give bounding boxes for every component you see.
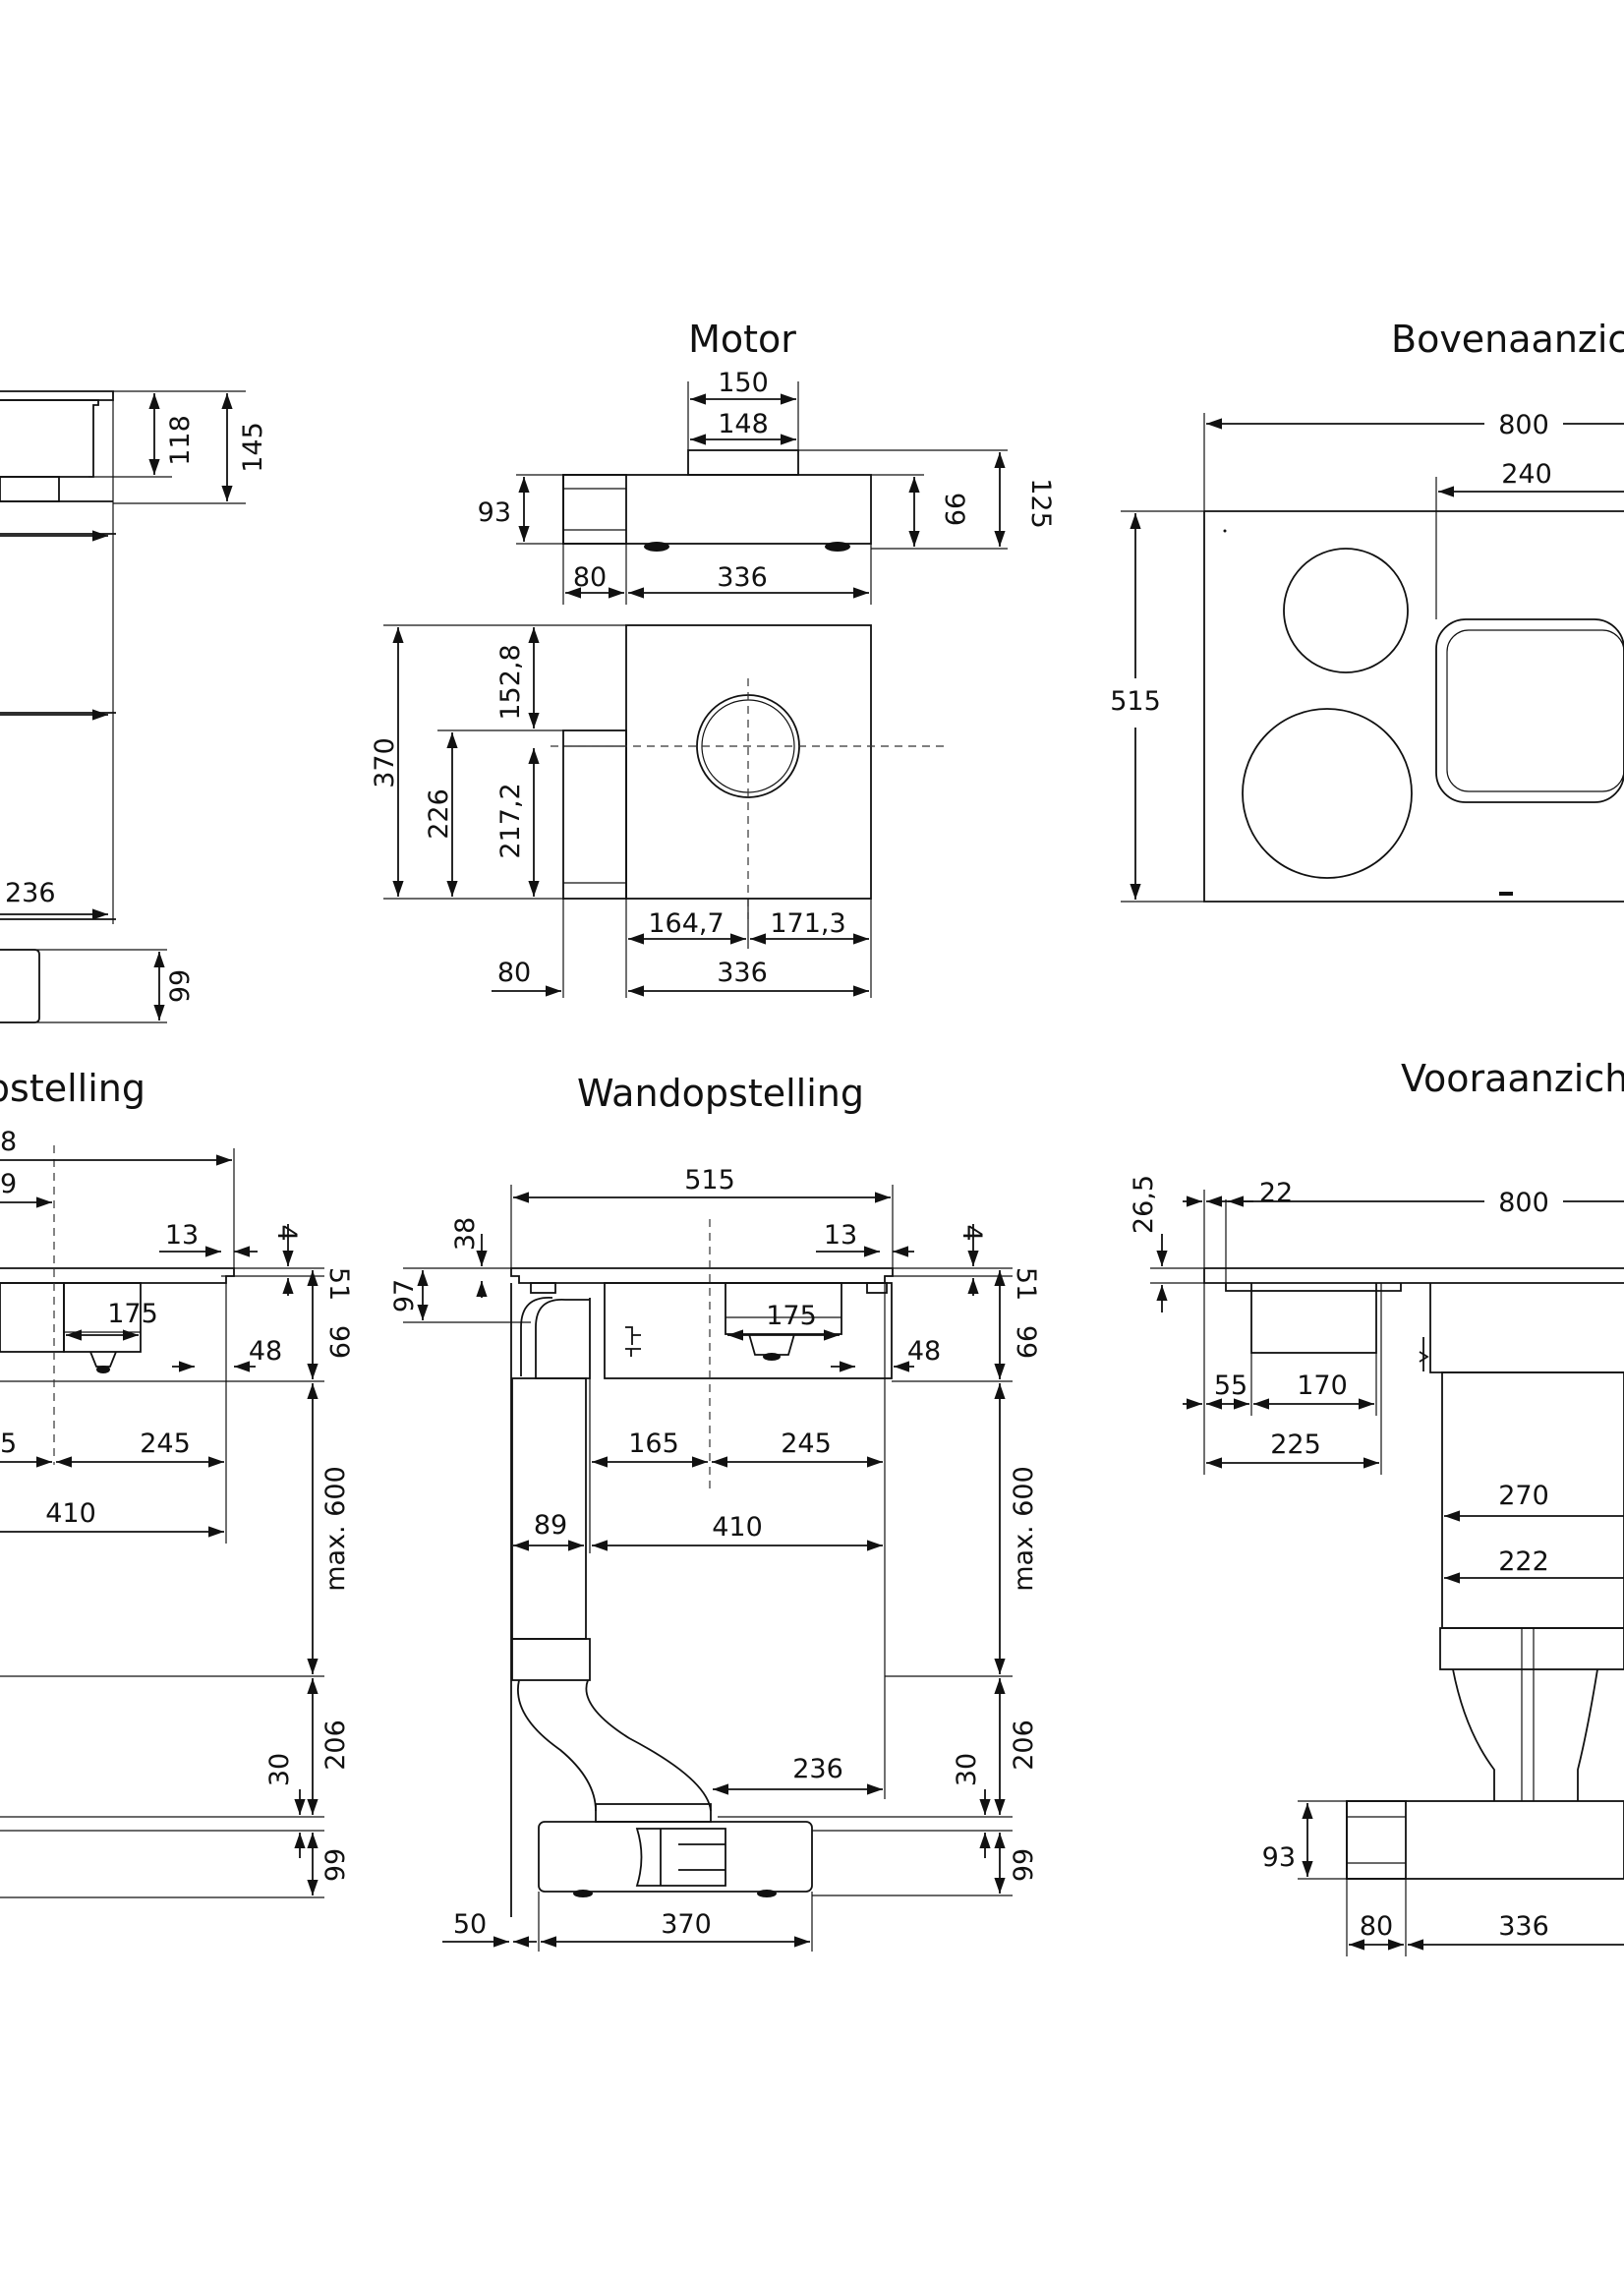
dim-270: 270: [1498, 1481, 1549, 1511]
dim-99-motor: 99: [939, 493, 969, 526]
dim-99-island: 99: [323, 1325, 354, 1359]
dim-80-motor: 80: [573, 562, 607, 593]
dim-236-left: 236: [5, 878, 56, 908]
dim-4-island: 4: [271, 1224, 302, 1241]
dim-51-island: 51: [323, 1267, 354, 1301]
dim-30-island: 30: [264, 1753, 295, 1786]
dim-515-top: 515: [1110, 686, 1161, 717]
dim-236-wall: 236: [792, 1754, 843, 1784]
dim-226: 226: [424, 788, 454, 840]
dim-336-motor-b: 336: [717, 958, 768, 988]
dim-26-5: 26,5: [1129, 1175, 1159, 1234]
dim-island-b: 9: [0, 1169, 17, 1199]
dim-410-wall: 410: [712, 1512, 763, 1543]
dim-175-island: 175: [107, 1299, 158, 1329]
dim-370-motor: 370: [370, 737, 400, 788]
dim-336-motor: 336: [717, 562, 768, 593]
motor-side-view: [562, 449, 872, 552]
dim-152-8: 152,8: [495, 644, 526, 720]
dim-118: 118: [165, 415, 196, 466]
dim-175-wall: 175: [766, 1301, 817, 1331]
dim-38-wall: 38: [450, 1217, 481, 1251]
dim-max600-wall: max. 600: [1009, 1466, 1039, 1592]
dim-80-motor-b: 80: [497, 958, 531, 988]
dim-93-front: 93: [1262, 1842, 1296, 1873]
dim-4-wall: 4: [957, 1224, 987, 1241]
dim-145: 145: [238, 422, 268, 473]
dim-99-wall: 99: [1011, 1325, 1041, 1359]
dim-50-wall: 50: [453, 1909, 487, 1940]
dim-93: 93: [478, 497, 511, 528]
dim-225: 225: [1270, 1429, 1321, 1460]
dim-48-wall: 48: [907, 1336, 941, 1367]
dim-13-wall: 13: [824, 1220, 857, 1251]
motor-title: Motor: [688, 318, 796, 361]
left-side-view: [0, 390, 246, 1023]
dim-80-front: 80: [1360, 1911, 1393, 1942]
dim-240: 240: [1501, 459, 1552, 490]
dim-max600-island: max. 600: [320, 1466, 351, 1592]
dim-206-wall: 206: [1009, 1720, 1039, 1771]
dim-164-7: 164,7: [648, 908, 724, 939]
front-view-title: Vooraanzicht: [1401, 1057, 1624, 1100]
dim-245-wall: 245: [781, 1429, 832, 1459]
dim-410-island: 410: [45, 1498, 96, 1529]
dim-22: 22: [1259, 1178, 1293, 1208]
dim-55: 55: [1214, 1370, 1247, 1401]
dim-89-wall: 89: [534, 1510, 567, 1541]
top-view-title: Bovenaanzicht: [1391, 318, 1624, 361]
dim-13-island: 13: [165, 1220, 199, 1251]
dim-30-wall: 30: [952, 1753, 982, 1786]
dim-97-wall: 97: [389, 1279, 420, 1312]
dim-245-island: 245: [140, 1429, 191, 1459]
dim-170: 170: [1297, 1370, 1348, 1401]
dim-171-3: 171,3: [770, 908, 845, 939]
dim-148: 148: [718, 409, 769, 439]
dim-515-wall: 515: [684, 1165, 735, 1195]
dim-51-wall: 51: [1011, 1267, 1041, 1301]
front-view: [1203, 1267, 1624, 1880]
dim-99-left: 99: [165, 969, 196, 1003]
dim-206-island: 206: [320, 1720, 351, 1771]
dim-336-front: 336: [1498, 1911, 1549, 1942]
motor-top-view: [551, 624, 944, 919]
hob-top-view: [1203, 510, 1624, 903]
dim-island-c: 5: [0, 1429, 17, 1459]
dim-800-front: 800: [1498, 1188, 1549, 1218]
dim-99-wall-b: 99: [1009, 1848, 1039, 1882]
dim-48-island: 48: [249, 1336, 282, 1367]
dim-island-a: 8: [0, 1127, 17, 1157]
dim-217-2: 217,2: [495, 783, 526, 858]
dim-370-wall: 370: [661, 1909, 712, 1940]
dim-99-island-b: 99: [320, 1848, 351, 1882]
dim-222: 222: [1498, 1546, 1549, 1577]
dim-125: 125: [1025, 478, 1056, 529]
dim-800-top: 800: [1498, 410, 1549, 440]
wall-install-view: [510, 1219, 894, 1917]
island-title: Eilandopstelling: [0, 1067, 145, 1110]
dim-150: 150: [718, 368, 769, 398]
dim-165-wall: 165: [628, 1429, 679, 1459]
wall-title: Wandopstelling: [577, 1072, 864, 1115]
